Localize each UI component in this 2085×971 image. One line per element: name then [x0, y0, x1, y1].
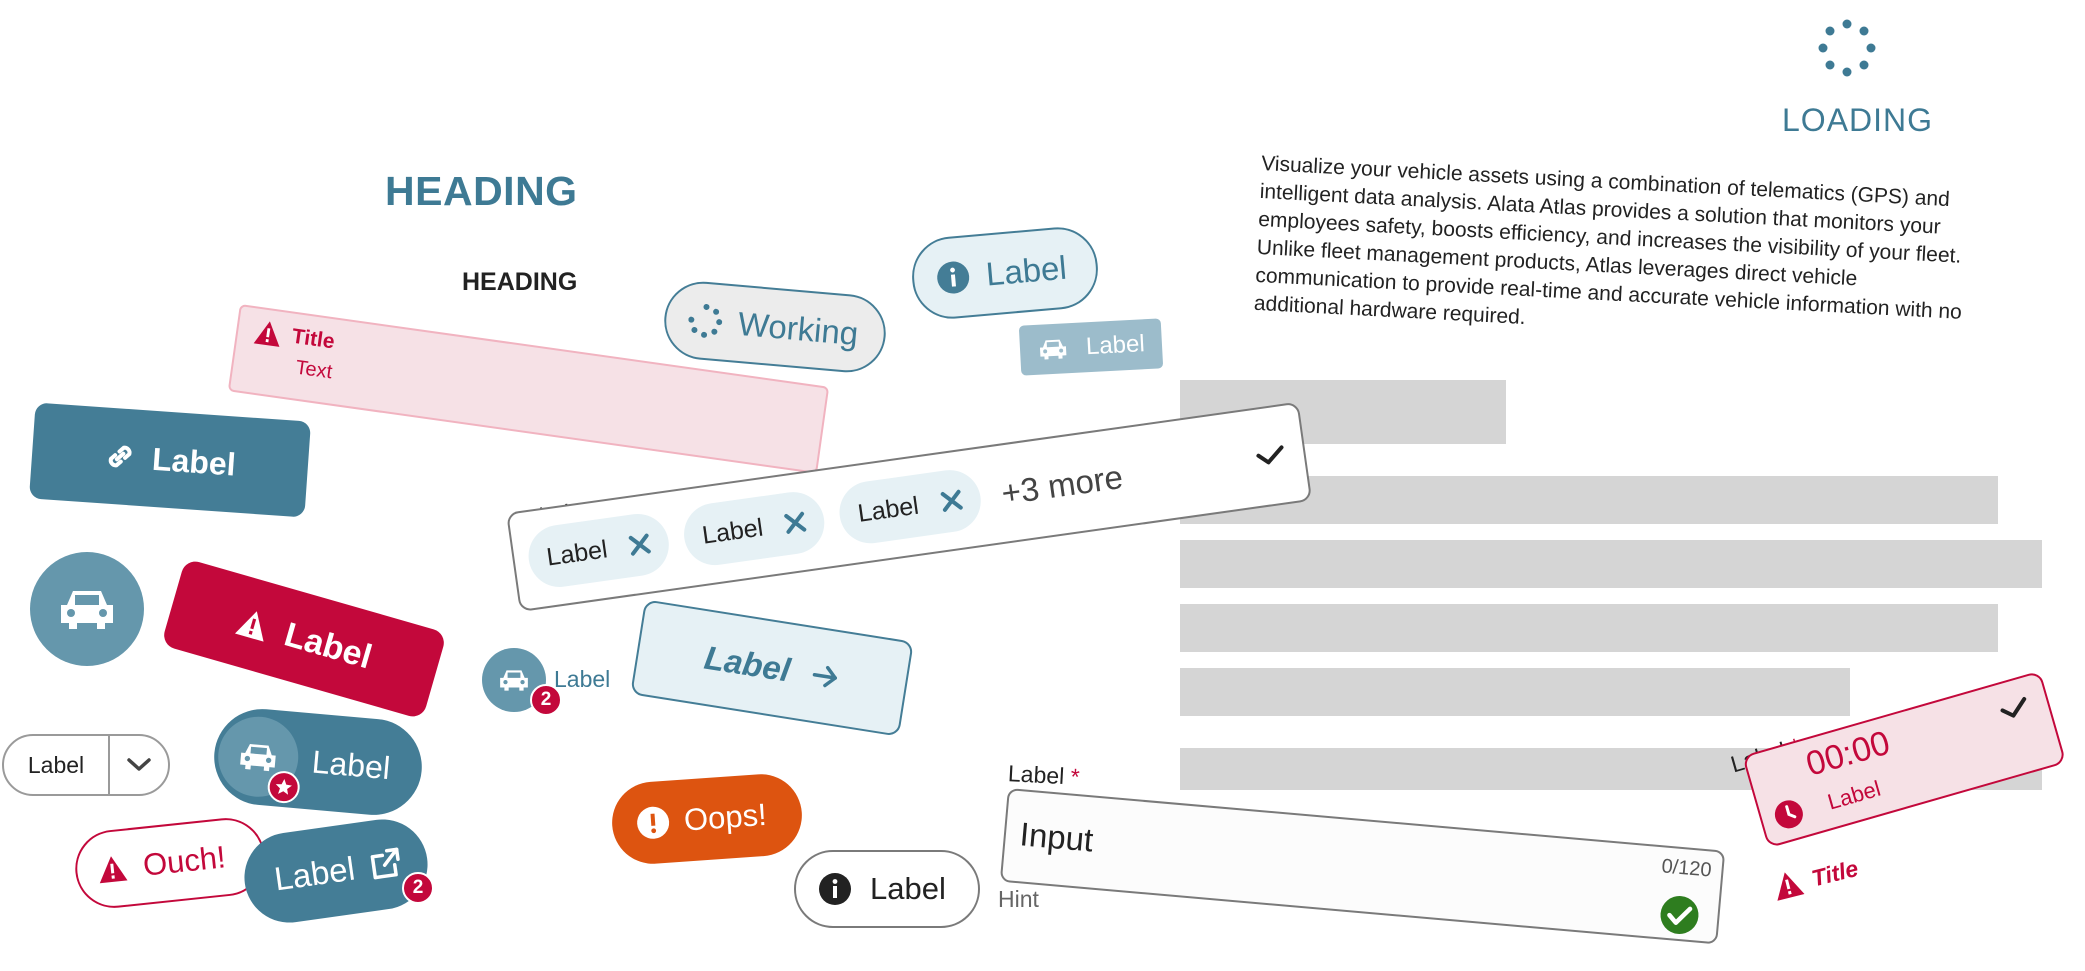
time-sub-label: Label: [1824, 775, 1884, 815]
text-input-label: Label *: [1007, 760, 1080, 791]
warning-pill: Oops!: [609, 771, 805, 867]
checkmark-icon[interactable]: [1254, 444, 1286, 468]
skeleton-line: [1180, 668, 1850, 716]
info-icon: [935, 259, 972, 296]
working-status-pill: Working: [661, 278, 889, 376]
skeleton-line: [1180, 604, 1998, 652]
info-icon: [818, 872, 852, 906]
chip-label: Label: [700, 513, 765, 550]
external-link-button-label: Label: [271, 849, 358, 898]
next-button-label: Label: [701, 638, 793, 689]
close-icon[interactable]: [939, 488, 964, 513]
warning-icon: [1770, 868, 1806, 902]
time-picker-field[interactable]: 00:00 Label: [1742, 670, 2067, 849]
text-input-field[interactable]: Input 0/120: [999, 788, 1726, 945]
vehicle-avatar-label: Label: [554, 666, 611, 692]
warning-icon: [253, 318, 284, 348]
next-button[interactable]: Label: [630, 599, 914, 737]
notification-badge: 2: [402, 872, 434, 904]
vehicle-avatar: [214, 713, 302, 805]
select-dropdown[interactable]: Label: [2, 734, 170, 796]
character-counter: 0/120: [1660, 855, 1713, 882]
car-icon: [500, 670, 528, 691]
info-button[interactable]: Label: [794, 850, 980, 928]
close-icon[interactable]: [628, 532, 653, 557]
required-mark: *: [1069, 763, 1081, 790]
chip-label: Label: [544, 534, 610, 572]
loading-label: LOADING: [1782, 102, 1934, 138]
vehicle-tag-label: Label: [1085, 330, 1146, 361]
car-icon: [240, 744, 276, 772]
text-input-label-text: Label: [1007, 760, 1065, 790]
chevron-down-icon: [126, 757, 152, 773]
time-picker-error-title: Title: [1808, 854, 1861, 891]
error-pill-label: Ouch!: [141, 839, 228, 883]
car-icon: [57, 586, 117, 632]
page-heading-large: HEADING: [385, 168, 578, 214]
notification-badge: 2: [530, 684, 562, 716]
warning-icon: [233, 605, 272, 643]
error-alert: Title Text: [227, 304, 830, 474]
danger-button[interactable]: Label: [160, 558, 448, 720]
error-pill: Ouch!: [71, 814, 269, 912]
selected-chip[interactable]: Label: [524, 509, 673, 591]
warning-pill-label: Oops!: [682, 796, 768, 838]
description-paragraph: Visualize your vehicle assets using a co…: [1253, 151, 1963, 330]
clock-icon: [1770, 796, 1807, 833]
external-link-button[interactable]: Label: [238, 813, 434, 929]
danger-button-label: Label: [280, 614, 377, 676]
skeleton-line: [1180, 540, 2042, 588]
vehicle-avatar[interactable]: [30, 552, 144, 666]
warning-icon: [96, 854, 129, 885]
loading-spinner-icon: [1817, 18, 1877, 78]
select-value: Label: [27, 751, 85, 778]
link-icon: [103, 439, 137, 473]
link-button[interactable]: Label: [28, 402, 312, 518]
checkmark-icon[interactable]: [1997, 695, 2031, 722]
hint-text: Hint: [998, 886, 1039, 912]
time-picker-error: Title: [1770, 854, 1861, 902]
working-label: Working: [736, 304, 860, 353]
skeleton-line: [1180, 476, 1998, 524]
vehicle-tag[interactable]: Label: [1018, 318, 1164, 376]
selected-chip[interactable]: Label: [835, 466, 985, 548]
car-icon: [1037, 337, 1068, 361]
close-icon[interactable]: [783, 510, 808, 535]
link-button-label: Label: [151, 440, 237, 483]
star-icon: [266, 769, 302, 805]
vehicle-avatar-button[interactable]: Label: [210, 705, 426, 819]
alert-circle-icon: [635, 805, 671, 841]
chip-label: Label: [855, 491, 921, 528]
time-value[interactable]: 00:00: [1801, 723, 1895, 784]
page-heading-small: HEADING: [462, 268, 578, 296]
selected-chip[interactable]: Label: [680, 488, 829, 570]
arrow-right-icon: [810, 662, 841, 690]
external-link-icon: [366, 845, 404, 883]
check-circle-icon: [1658, 893, 1701, 936]
vehicle-avatar-button-label: Label: [310, 743, 392, 786]
spinner-icon: [687, 302, 724, 339]
info-pill-label: Label: [984, 248, 1069, 293]
select-divider: [108, 735, 110, 795]
info-button-label: Label: [870, 871, 946, 906]
info-pill[interactable]: Label: [908, 224, 1102, 322]
multi-select-field[interactable]: Label Label Label +3 more: [506, 401, 1313, 612]
more-count[interactable]: +3 more: [999, 458, 1126, 512]
text-input-value[interactable]: Input: [1018, 815, 1095, 859]
alert-title: Title: [290, 324, 337, 354]
